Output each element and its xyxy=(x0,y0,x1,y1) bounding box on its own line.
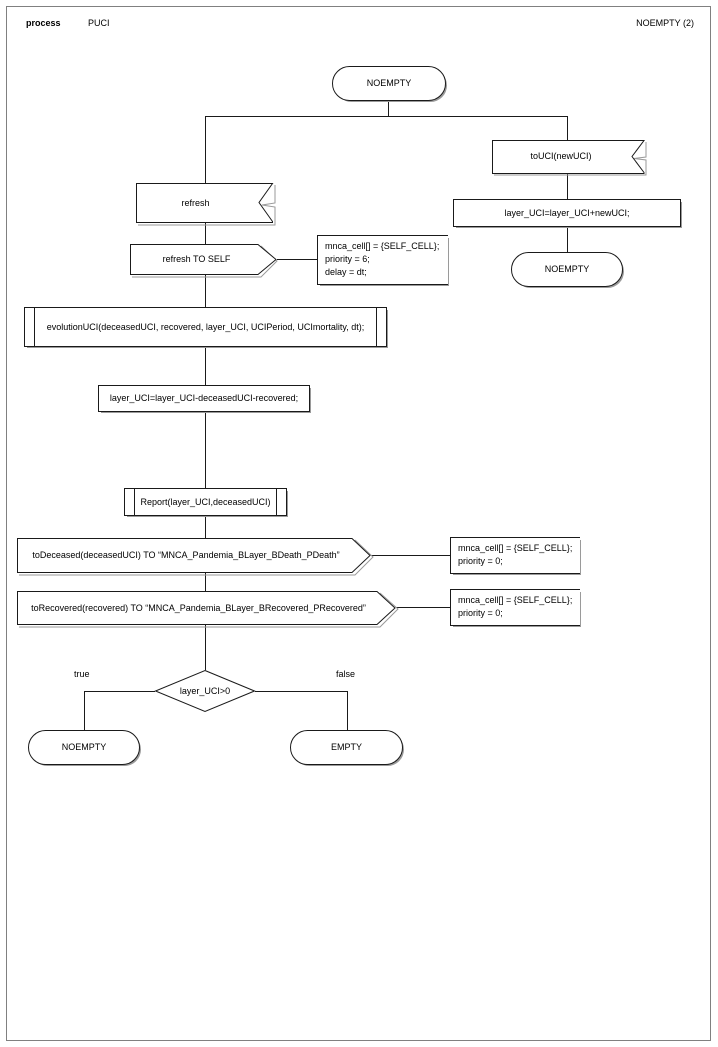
comment-deceased: mnca_cell[] = {SELF_CELL}; priority = 0; xyxy=(450,537,580,574)
comment-line: mnca_cell[] = {SELF_CELL}; xyxy=(458,543,573,553)
comment-line: priority = 6; xyxy=(325,254,370,264)
connector-false-down xyxy=(347,691,348,730)
connector-deceased-recovered xyxy=(205,573,206,591)
connector-right-branch xyxy=(567,116,568,140)
connector-refresh-output xyxy=(205,223,206,244)
output-to-deceased[interactable]: toDeceased(deceasedUCI) TO “MNCA_Pandemi… xyxy=(17,538,374,576)
connector-task-state-right xyxy=(567,227,568,252)
state-noempty-true[interactable]: NOEMPTY xyxy=(28,730,140,765)
comment-line: mnca_cell[] = {SELF_CELL}; xyxy=(458,595,573,605)
connector-comment-refresh xyxy=(277,259,317,260)
output-refresh-to-self[interactable]: refresh TO SELF xyxy=(130,244,278,278)
procedure-call-report[interactable]: Report(layer_UCI,deceasedUCI) xyxy=(124,488,287,516)
state-label: NOEMPTY xyxy=(366,78,412,88)
comment-line: priority = 0; xyxy=(458,556,503,566)
connector-recovered-decision xyxy=(205,625,206,670)
connector-split xyxy=(205,116,567,117)
comment-recovered: mnca_cell[] = {SELF_CELL}; priority = 0; xyxy=(450,589,580,626)
connector-true-down xyxy=(84,691,85,730)
state-empty-false[interactable]: EMPTY xyxy=(290,730,403,765)
header-process-name: PUCI xyxy=(88,18,110,28)
connector-left-branch xyxy=(205,116,206,183)
connector-start-down xyxy=(388,101,389,117)
state-noempty-start[interactable]: NOEMPTY xyxy=(332,66,446,101)
procedure-call-evolutionuci[interactable]: evolutionUCI(deceasedUCI, recovered, lay… xyxy=(24,307,387,347)
connector-true-arm xyxy=(84,691,155,692)
connector-false-arm xyxy=(255,691,347,692)
output-to-recovered[interactable]: toRecovered(recovered) TO “MNCA_Pandemia… xyxy=(17,591,399,628)
connector-report-deceased xyxy=(205,516,206,538)
state-noempty-right[interactable]: NOEMPTY xyxy=(511,252,623,287)
procedure-label: evolutionUCI(deceasedUCI, recovered, lay… xyxy=(46,321,365,332)
task-label: layer_UCI=layer_UCI-deceasedUCI-recovere… xyxy=(109,393,299,403)
state-label: NOEMPTY xyxy=(61,742,107,752)
input-refresh[interactable]: refresh xyxy=(136,183,276,226)
connector-proc-task xyxy=(205,347,206,385)
decision-layer-uci-gt-zero[interactable]: layer_UCI>0 xyxy=(154,669,256,713)
connector-comment-recovered xyxy=(396,607,450,608)
input-touci[interactable]: toUCI(newUCI) xyxy=(492,140,647,176)
state-label: NOEMPTY xyxy=(544,264,590,274)
comment-refresh: mnca_cell[] = {SELF_CELL}; priority = 6;… xyxy=(317,235,448,285)
task-label: layer_UCI=layer_UCI+newUCI; xyxy=(504,207,630,218)
procedure-label: Report(layer_UCI,deceasedUCI) xyxy=(140,496,271,507)
header-kind: process xyxy=(26,18,61,28)
connector-output-proc xyxy=(205,274,206,307)
state-label: EMPTY xyxy=(330,742,362,752)
connector-comment-deceased xyxy=(371,555,450,556)
comment-line: priority = 0; xyxy=(458,608,503,618)
page-border xyxy=(6,6,711,1041)
connector-task-report xyxy=(205,412,206,488)
header-page-ref: NOEMPTY (2) xyxy=(636,18,694,28)
comment-line: delay = dt; xyxy=(325,267,367,277)
branch-label-true: true xyxy=(74,669,90,679)
comment-line: mnca_cell[] = {SELF_CELL}; xyxy=(325,241,440,251)
task-add-newuci[interactable]: layer_UCI=layer_UCI+newUCI; xyxy=(453,199,681,227)
connector-touci-task xyxy=(567,172,568,199)
branch-label-false: false xyxy=(336,669,356,679)
task-subtract[interactable]: layer_UCI=layer_UCI-deceasedUCI-recovere… xyxy=(98,385,310,412)
